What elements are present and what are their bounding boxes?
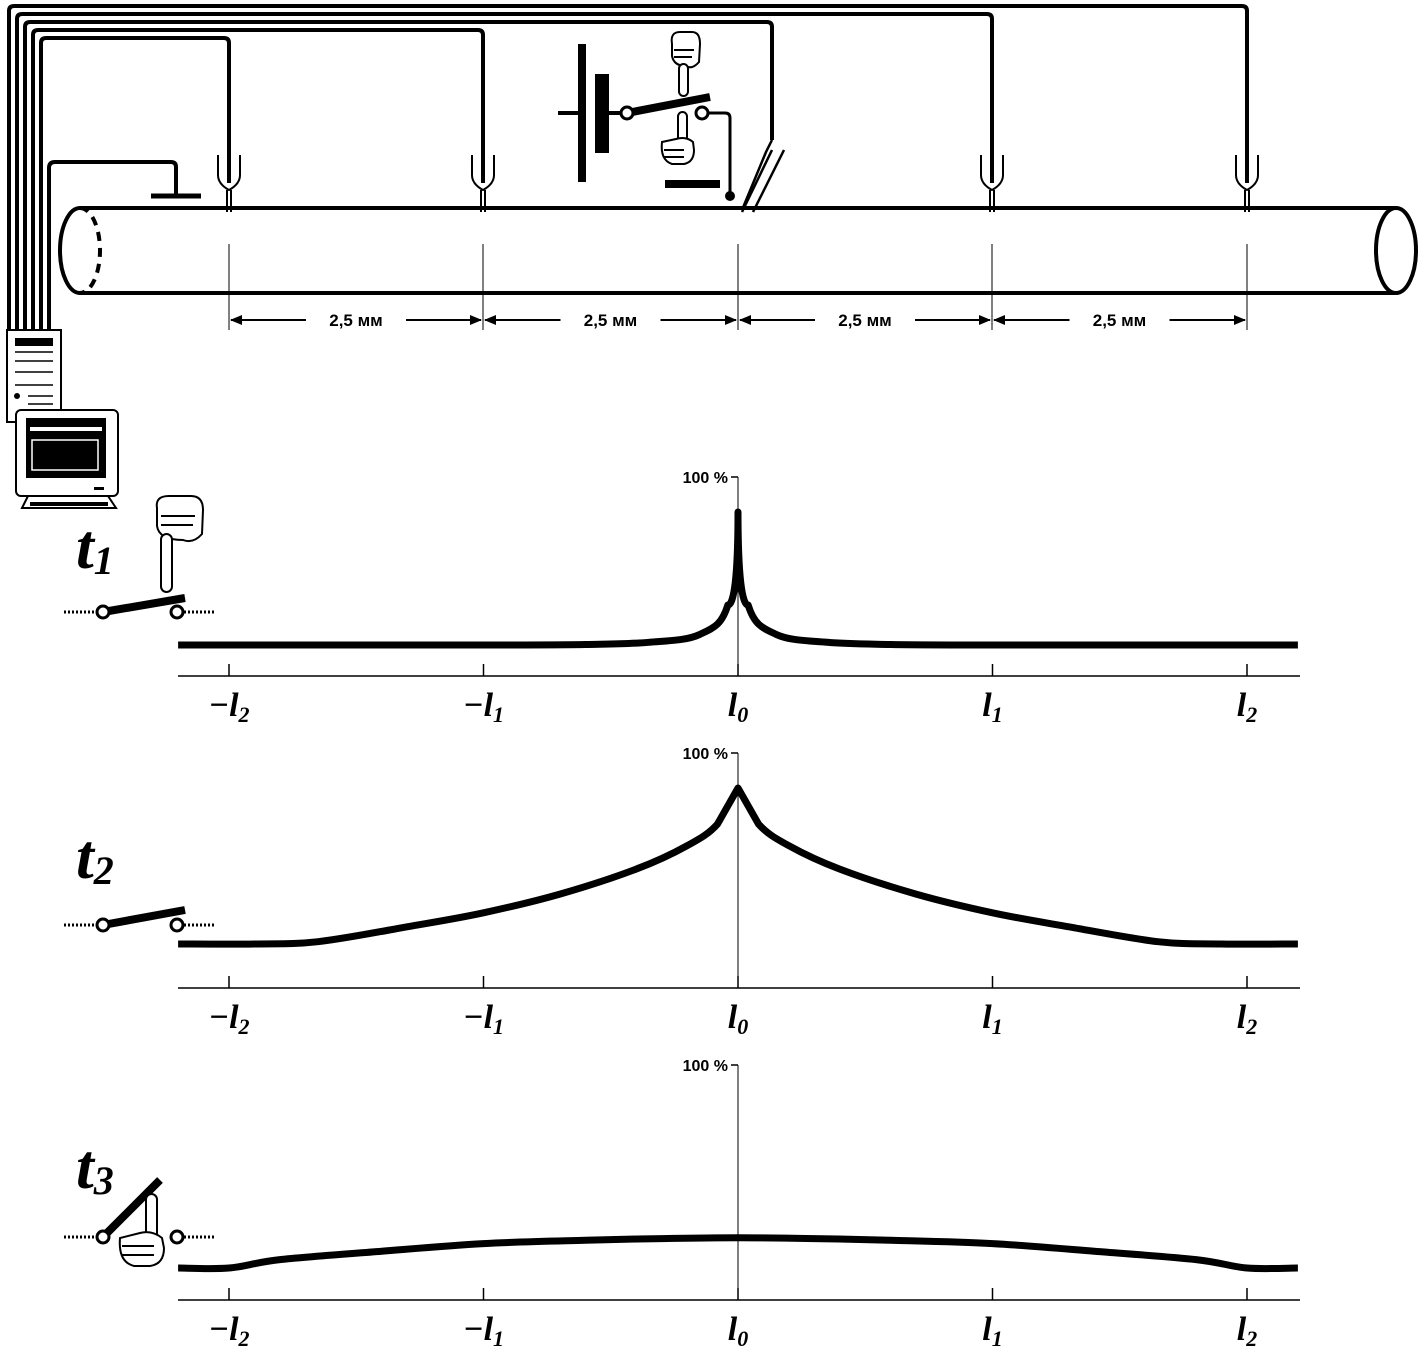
x-tick-label: l1 [982, 687, 1002, 727]
switch-pivot [619, 105, 635, 121]
x-tick-label: −l1 [463, 999, 504, 1039]
distance-dimension: 2,5 мм [230, 311, 482, 330]
arrow-right-icon [470, 315, 482, 325]
switch-open-icon [64, 1177, 216, 1245]
time-label-t1: t1 [76, 511, 114, 583]
wire-to-electrode-l2 [7, 4, 1249, 330]
wire-to-electrode-l1 [15, 12, 994, 330]
hand-pointing-down-icon [670, 31, 702, 97]
electrode-l2 [1235, 155, 1259, 212]
x-tick-label: l0 [728, 687, 748, 727]
computer-icon [6, 329, 119, 509]
distance-label: 2,5 мм [584, 311, 638, 330]
ground-wire [47, 160, 178, 330]
hand-releasing-switch-icon [118, 1193, 166, 1267]
chart-t2: 100 % −l2 −l1 l0 l1 l2 [178, 746, 1300, 1039]
distance-label: 2,5 мм [329, 311, 383, 330]
chart-t1: 100 % −l2 −l1 l0 l1 l2 [178, 470, 1300, 727]
potential-curve [178, 508, 1298, 649]
arrow-left-icon [739, 315, 751, 325]
x-tick-label: l2 [1237, 687, 1257, 727]
potential-curve [178, 784, 1298, 948]
electrode-minus-l1 [471, 155, 495, 212]
distance-dimension: 2,5 мм [993, 311, 1246, 330]
time-label-t2: t2 [76, 821, 114, 893]
arrow-left-icon [993, 315, 1005, 325]
stimulator [558, 44, 735, 201]
stimulation-electrode [740, 139, 786, 213]
x-tick-label: −l2 [208, 999, 249, 1039]
wiring-bundle [7, 4, 1249, 330]
x-tick-label: −l1 [463, 687, 504, 727]
x-tick-label: −l2 [208, 687, 249, 727]
time-label-t3: t3 [76, 1131, 114, 1203]
wire-to-electrode-minus-l2 [39, 36, 231, 330]
arrow-right-icon [979, 315, 991, 325]
peak-label: 100 % [683, 1058, 728, 1075]
switch-lever [626, 93, 711, 117]
x-tick-label: −l2 [208, 1311, 249, 1351]
x-tick-label: l0 [728, 1311, 748, 1351]
peak-label: 100 % [683, 470, 728, 487]
distance-markers [228, 244, 1248, 330]
x-tick-label: l1 [982, 999, 1002, 1039]
hand-pressing-switch-icon [155, 495, 205, 593]
arrow-left-icon [484, 315, 496, 325]
x-tick-label: −l1 [463, 1311, 504, 1351]
distance-dimension: 2,5 мм [739, 311, 991, 330]
monitor-icon [15, 409, 119, 509]
electrode-minus-l2 [217, 155, 241, 212]
wire-to-electrode-minus-l1 [31, 28, 485, 330]
system-unit-icon [6, 329, 62, 423]
arrow-right-icon [1234, 315, 1246, 325]
distance-label: 2,5 мм [1093, 311, 1147, 330]
potential-charts: 100 % −l2 −l1 l0 l1 l2 100 % −l2 −l1 l0 l1 l2 100 % −… [178, 470, 1300, 1351]
switch-contact [694, 105, 710, 121]
arrow-right-icon [725, 315, 737, 325]
x-tick-label: l0 [728, 999, 748, 1039]
x-tick-label: l2 [1237, 1311, 1257, 1351]
battery-long-plate [578, 44, 586, 182]
distance-label: 2,5 мм [838, 311, 892, 330]
chart-t3: 100 % −l2 −l1 l0 l1 l2 [178, 1058, 1300, 1351]
x-tick-label: l1 [982, 1311, 1002, 1351]
distance-dimension: 2,5 мм [484, 311, 737, 330]
wire-to-stimulator [23, 20, 774, 330]
peak-label: 100 % [683, 746, 728, 763]
battery-short-plate [595, 74, 609, 153]
x-tick-label: l2 [1237, 999, 1257, 1039]
hand-pointing-up-icon [660, 111, 696, 165]
potential-curve [178, 1234, 1298, 1273]
distance-dimensions: 2,5 мм 2,5 мм 2,5 мм 2,5 мм [230, 311, 1246, 330]
electrode-plate [665, 180, 720, 188]
electrode-l1 [980, 155, 1004, 212]
switch-closed-icon [64, 906, 216, 933]
arrow-left-icon [230, 315, 242, 325]
switch-closed-pressed-icon [64, 594, 216, 620]
